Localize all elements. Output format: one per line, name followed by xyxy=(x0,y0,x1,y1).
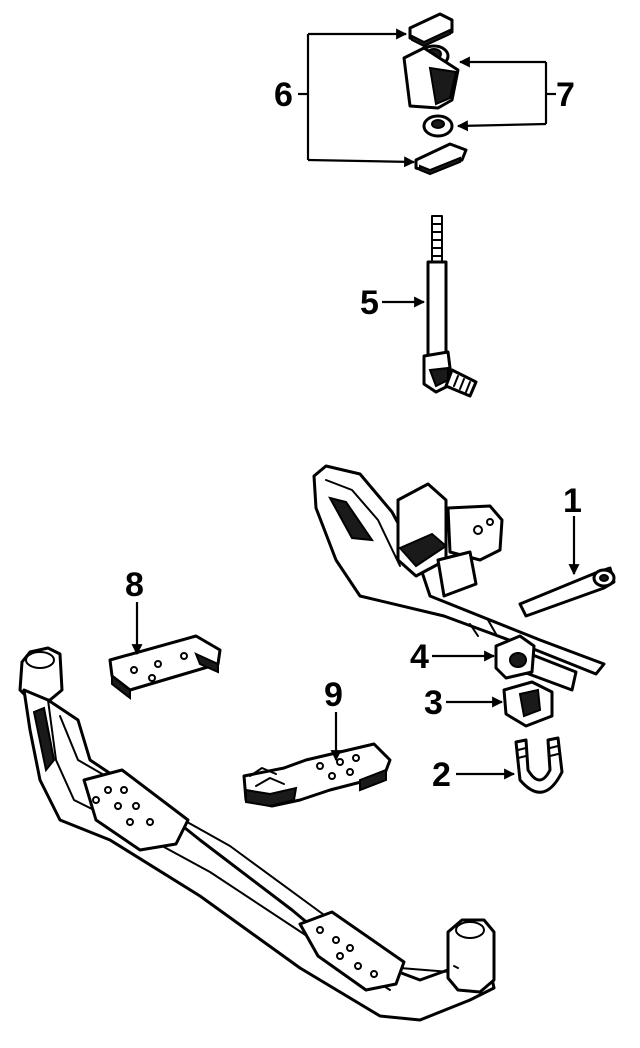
mounting-plate xyxy=(108,634,222,701)
callout-7: 7 xyxy=(456,56,575,132)
callout-7-label: 7 xyxy=(556,76,575,114)
callout-1: 1 xyxy=(563,482,582,576)
retainer-bottom xyxy=(414,142,468,174)
bushing-clamp xyxy=(494,634,536,680)
callout-4-label: 4 xyxy=(410,638,429,676)
callout-8: 8 xyxy=(125,566,144,656)
callout-8-label: 8 xyxy=(125,566,144,604)
callout-9-label: 9 xyxy=(324,676,343,714)
callout-6-label: 6 xyxy=(274,76,293,114)
link-kit-group xyxy=(402,12,468,176)
u-bolt xyxy=(514,736,564,794)
callout-2-label: 2 xyxy=(432,756,451,794)
callout-3-label: 3 xyxy=(424,684,443,722)
callout-6: 6 xyxy=(274,28,416,168)
callout-5-label: 5 xyxy=(360,284,379,322)
callout-9: 9 xyxy=(324,676,343,762)
bushing xyxy=(502,680,554,728)
callout-1-label: 1 xyxy=(563,482,582,520)
callout-2: 2 xyxy=(432,756,516,794)
callout-5: 5 xyxy=(360,284,426,322)
callout-4: 4 xyxy=(410,638,496,676)
front-axle-beam xyxy=(18,646,496,1022)
support-bracket xyxy=(242,742,392,808)
stabilizer-link xyxy=(422,215,478,398)
callout-3: 3 xyxy=(424,684,504,722)
